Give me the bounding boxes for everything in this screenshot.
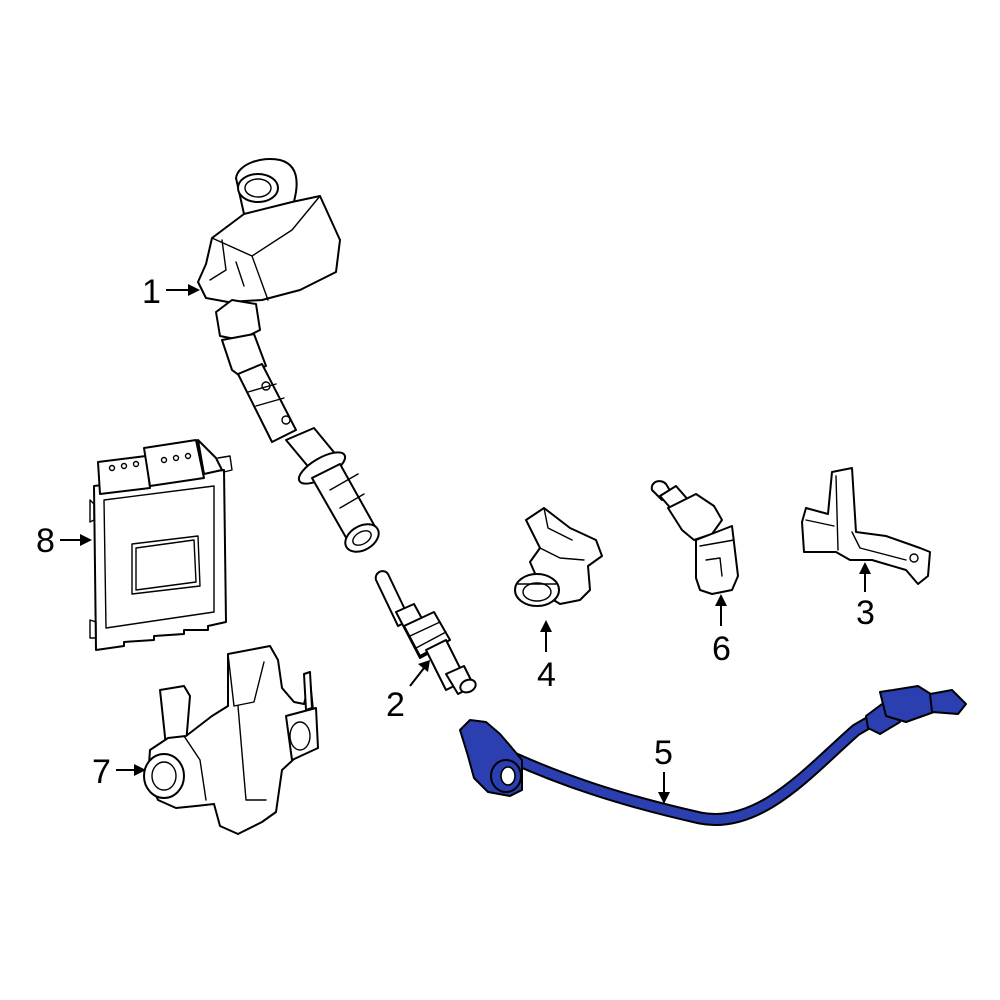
callout-label-5: 5 bbox=[654, 734, 673, 772]
callout-label-2: 2 bbox=[386, 686, 405, 724]
callout-6: 6 bbox=[712, 594, 731, 668]
callout-3: 3 bbox=[856, 562, 875, 632]
callout-7: 7 bbox=[92, 753, 146, 791]
arrow-3 bbox=[859, 562, 871, 574]
part-3-sensor-bracket[interactable] bbox=[801, 467, 931, 585]
callout-4: 4 bbox=[537, 620, 556, 694]
part-5-sensor-harness[interactable] bbox=[459, 685, 967, 826]
leader-line-2 bbox=[409, 667, 425, 687]
arrow-7 bbox=[134, 764, 146, 776]
callout-label-7: 7 bbox=[92, 753, 111, 791]
arrow-5 bbox=[658, 792, 670, 804]
callout-label-1: 1 bbox=[142, 273, 161, 311]
arrow-8 bbox=[80, 534, 92, 546]
arrow-2 bbox=[418, 660, 430, 672]
part-1-ignition-coil[interactable] bbox=[197, 158, 384, 557]
part-2-spark-plug[interactable] bbox=[374, 570, 478, 695]
arrow-1 bbox=[188, 284, 200, 296]
arrow-6 bbox=[715, 594, 727, 606]
callout-1: 1 bbox=[142, 273, 200, 311]
part-8-control-module[interactable] bbox=[89, 439, 233, 651]
callout-label-3: 3 bbox=[856, 594, 875, 632]
callout-8: 8 bbox=[36, 522, 92, 560]
part-7-vacuum-solenoid[interactable] bbox=[143, 645, 319, 835]
callout-2: 2 bbox=[386, 660, 430, 724]
callout-label-4: 4 bbox=[537, 656, 556, 694]
callout-5: 5 bbox=[654, 734, 673, 804]
arrow-4 bbox=[540, 620, 552, 632]
part-4-position-sensor[interactable] bbox=[514, 507, 603, 607]
callout-label-6: 6 bbox=[712, 630, 731, 668]
callout-label-8: 8 bbox=[36, 522, 55, 560]
part-6-temperature-sensor[interactable] bbox=[650, 480, 739, 595]
